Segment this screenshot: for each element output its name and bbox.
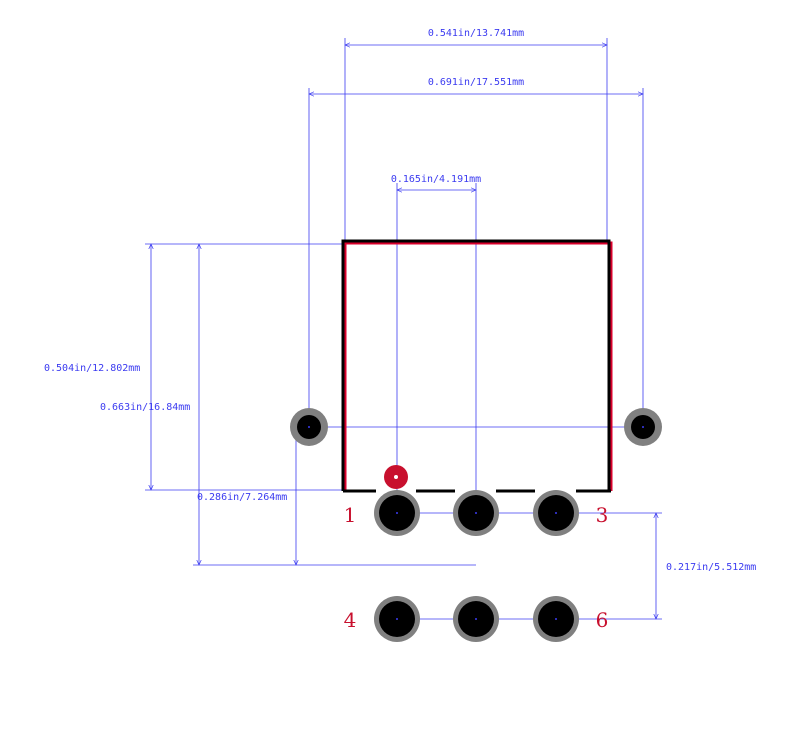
pin-label-1: 1 <box>344 503 357 527</box>
pad-4 <box>374 596 420 642</box>
pad-5 <box>453 596 499 642</box>
mount-hole-left <box>290 408 328 446</box>
dim-body-width-label: 0.541in/13.741mm <box>428 28 524 39</box>
pin-label-6: 6 <box>596 608 609 632</box>
dimension-lines <box>145 38 662 619</box>
pad-6 <box>533 596 579 642</box>
mount-hole-right <box>624 408 662 446</box>
pin1-marker <box>384 465 408 489</box>
dim-overall-height-label: 0.663in/16.84mm <box>100 402 190 413</box>
pin-label-3: 3 <box>596 503 609 527</box>
pad-1 <box>374 490 420 536</box>
dim-pin-pitch-label: 0.165in/4.191mm <box>391 174 481 185</box>
component-outline <box>341 239 613 493</box>
outline-shadow <box>343 241 613 491</box>
dim-body-height-label: 0.504in/12.802mm <box>44 363 140 374</box>
dim-row-spacing-label: 0.217in/5.512mm <box>666 562 756 573</box>
dim-mount-span-label: 0.691in/17.551mm <box>428 77 524 88</box>
pin-label-4: 4 <box>344 608 357 632</box>
pad-2 <box>453 490 499 536</box>
dim-mount-offset-label: 0.286in/7.264mm <box>197 492 287 503</box>
outline-main <box>341 239 611 491</box>
pad-3 <box>533 490 579 536</box>
